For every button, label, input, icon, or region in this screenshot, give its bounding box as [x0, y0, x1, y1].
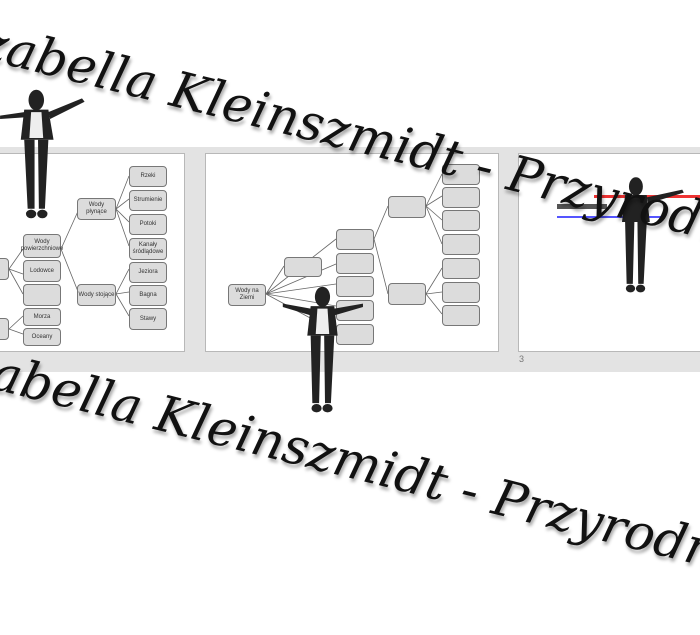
diagram-box — [388, 283, 426, 305]
diagram-box — [388, 196, 426, 218]
diagram-box: Wody stojące — [77, 284, 116, 306]
connector-lines — [265, 173, 443, 333]
diagram-box — [336, 253, 374, 274]
slide-title-red-text — [594, 195, 700, 198]
diagram-box — [442, 234, 480, 255]
slide-2-thumbnail[interactable]: Wody na Ziemi — [205, 153, 499, 352]
diagram-box — [23, 284, 61, 306]
diagram-box — [284, 257, 322, 277]
diagram-box — [442, 164, 480, 185]
diagram-box: Potoki — [129, 214, 167, 235]
slide-number: 3 — [519, 354, 525, 364]
diagram-box: Oceany — [23, 328, 61, 346]
slide-subtitle-text — [557, 204, 607, 209]
diagram-box — [442, 210, 480, 231]
diagram-box — [336, 276, 374, 297]
diagram-box — [0, 318, 9, 340]
diagram-box: Bagna — [129, 285, 167, 306]
woman-figure-image — [0, 89, 85, 219]
diagram-box: Rzeki — [129, 166, 167, 187]
diagram-box — [442, 187, 480, 208]
diagram-box: Morza — [23, 308, 61, 326]
woman-figure-image — [622, 177, 684, 293]
slide-3-thumbnail[interactable] — [518, 153, 700, 352]
diagram-box: Wody płynące — [77, 198, 116, 220]
diagram-box: Stawy — [129, 308, 167, 330]
connector-lines — [8, 175, 130, 335]
diagram-box — [0, 258, 9, 280]
diagram-box — [442, 282, 480, 303]
diagram-box — [336, 229, 374, 250]
diagram-box: Lodowce — [23, 260, 61, 282]
diagram-box — [442, 305, 480, 326]
woman-figure-image — [282, 286, 363, 413]
diagram-box — [442, 258, 480, 279]
diagram-box: Jeziora — [129, 262, 167, 283]
diagram-box: Wody powierzchniowe — [21, 234, 63, 258]
diagram-root-box: Wody na Ziemi — [228, 284, 266, 306]
diagram-box: Strumienie — [129, 190, 167, 211]
diagram-box: Kanały śródlądowe — [129, 238, 167, 260]
slide-link[interactable] — [557, 216, 662, 218]
